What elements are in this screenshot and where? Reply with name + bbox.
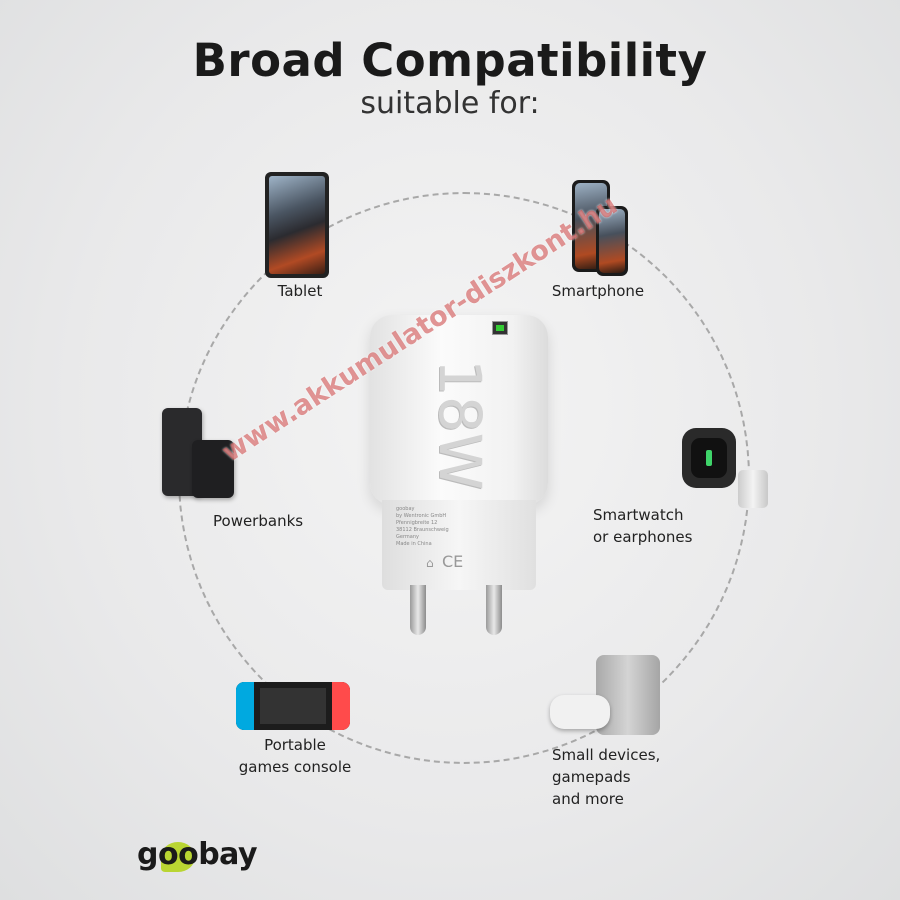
- page-subtitle: suitable for:: [360, 86, 540, 121]
- label-line: Pfennigbreite 12: [396, 520, 438, 526]
- label-smartphone: Smartphone: [551, 282, 645, 300]
- label-tablet: Tablet: [277, 282, 323, 300]
- label-line: gamepads: [552, 768, 631, 786]
- label-line: or earphones: [593, 528, 693, 546]
- usb-port-icon: [492, 321, 508, 335]
- label-line: Made in China: [396, 541, 432, 547]
- games-console-image: [236, 682, 350, 730]
- label-line: Small devices,: [552, 746, 661, 764]
- label-console: Portable games console: [225, 734, 365, 778]
- goobay-logo: goobay: [137, 837, 258, 872]
- smartwatch-image: [682, 428, 736, 488]
- label-line: by Wentronic GmbH: [396, 513, 447, 519]
- home-icon: ⌂: [426, 556, 434, 570]
- label-line: games console: [238, 758, 352, 776]
- label-line: Germany: [396, 534, 419, 540]
- label-line: 38112 Braunschweig: [396, 527, 449, 533]
- tablet-image: [265, 172, 329, 278]
- logo-accent-shape: [161, 842, 195, 872]
- label-small-devices: Small devices, gamepads and more: [552, 744, 660, 810]
- smartphone-image-2: [596, 206, 628, 276]
- label-line: goobay: [396, 506, 415, 512]
- label-powerbanks: Powerbanks: [213, 512, 304, 530]
- earphones-case-image: [738, 470, 768, 508]
- charger-plug-base: goobay by Wentronic GmbH Pfennigbreite 1…: [382, 500, 536, 590]
- ce-mark: CE: [442, 552, 464, 571]
- label-line: and more: [552, 790, 624, 808]
- charger-info-label: goobay by Wentronic GmbH Pfennigbreite 1…: [396, 506, 449, 548]
- gamepad-image: [550, 695, 610, 729]
- label-smartwatch: Smartwatch or earphones: [593, 504, 692, 548]
- wattage-label: 18W: [426, 359, 494, 491]
- page-title: Broad Compatibility: [192, 34, 708, 87]
- charger-body: [370, 315, 548, 505]
- label-line: Smartwatch: [593, 506, 684, 524]
- plug-pin-right: [486, 585, 502, 635]
- powerbank-image-2: [192, 440, 234, 498]
- plug-pin-left: [410, 585, 426, 635]
- label-line: Portable: [264, 736, 326, 754]
